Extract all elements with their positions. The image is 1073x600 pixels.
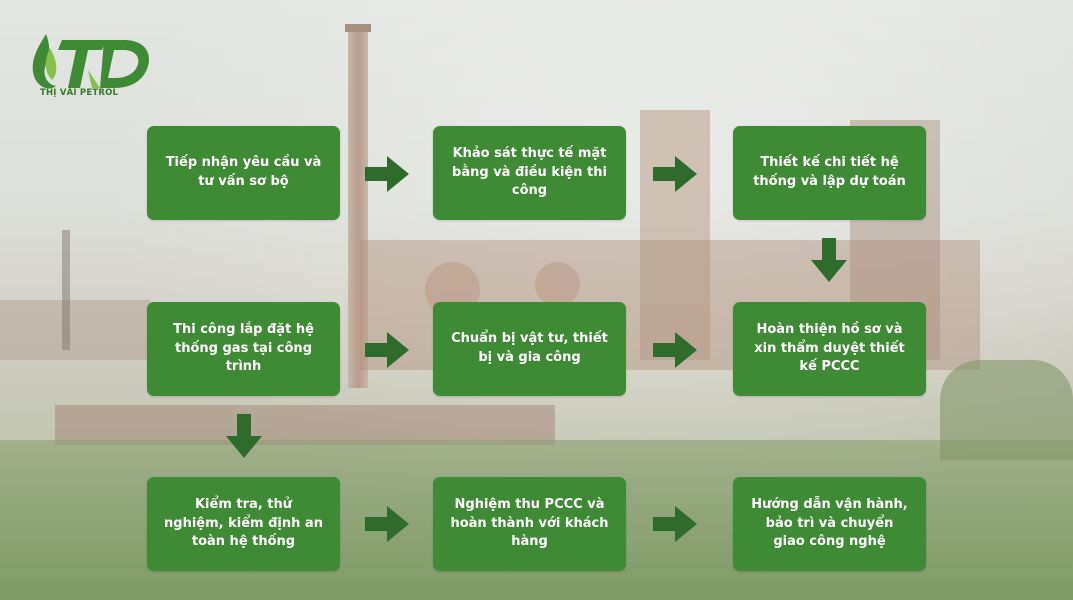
arrow-right-icon [365, 332, 409, 368]
step-box-7: Kiểm tra, thử nghiệm, kiểm định an toàn … [147, 477, 340, 571]
step-box-1: Tiếp nhận yêu cầu và tư vấn sơ bộ [147, 126, 340, 220]
tower [640, 110, 710, 360]
building-left [0, 300, 150, 360]
tree-line-right [940, 360, 1073, 460]
step-box-3: Thiết kế chi tiết hệ thống và lập dự toá… [733, 126, 926, 220]
step-box-2: Khảo sát thực tế mặt bằng và điều kiện t… [433, 126, 626, 220]
tank-middle [535, 262, 580, 307]
arrow-right-icon [653, 332, 697, 368]
step-label: Kiểm tra, thử nghiệm, kiểm định an toàn … [164, 496, 323, 550]
step-label: Hoàn thiện hồ sơ và xin thẩm duyệt thiết… [754, 321, 905, 375]
chimney-top [345, 24, 371, 32]
step-box-5: Chuẩn bị vật tư, thiết bị và gia công [433, 302, 626, 396]
step-label: Thiết kế chi tiết hệ thống và lập dự toá… [753, 155, 906, 189]
power-pylon [62, 230, 70, 350]
step-label: Hướng dẫn vận hành, bảo trì và chuyển gi… [751, 496, 908, 550]
arrow-down-icon [811, 238, 847, 282]
arrow-right-icon [365, 156, 409, 192]
step-label: Tiếp nhận yêu cầu và tư vấn sơ bộ [165, 155, 322, 189]
arrow-right-icon [653, 506, 697, 542]
step-box-4: Hoàn thiện hồ sơ và xin thẩm duyệt thiết… [733, 302, 926, 396]
arrow-right-icon [653, 156, 697, 192]
logo-text: THỊ VẢI PETROL [40, 88, 119, 98]
step-label: Thi công lắp đặt hệ thống gas tại công t… [173, 321, 314, 375]
logo-icon [32, 34, 149, 89]
long-building [55, 405, 555, 445]
step-label: Khảo sát thực tế mặt bằng và điều kiện t… [452, 145, 607, 199]
arrow-right-icon [365, 506, 409, 542]
step-box-8: Nghiệm thu PCCC và hoàn thành với khách … [433, 477, 626, 571]
step-label: Chuẩn bị vật tư, thiết bị và gia công [451, 331, 608, 365]
step-label: Nghiệm thu PCCC và hoàn thành với khách … [450, 496, 609, 550]
arrow-down-icon [226, 414, 262, 458]
step-box-9: Hướng dẫn vận hành, bảo trì và chuyển gi… [733, 477, 926, 571]
brand-logo [28, 26, 158, 100]
chimney [348, 28, 368, 388]
step-box-6: Thi công lắp đặt hệ thống gas tại công t… [147, 302, 340, 396]
